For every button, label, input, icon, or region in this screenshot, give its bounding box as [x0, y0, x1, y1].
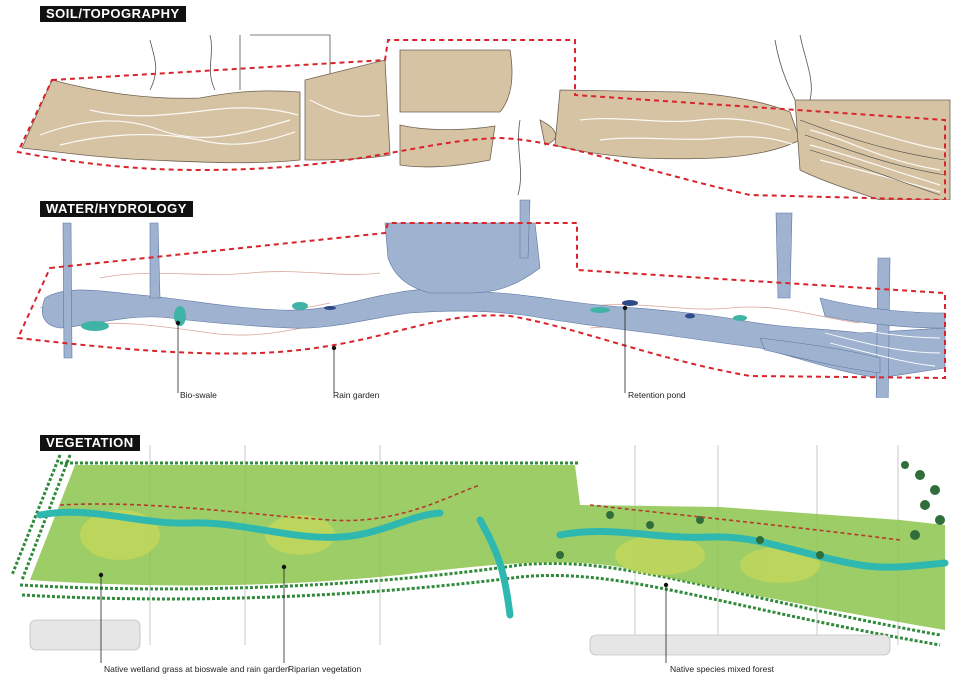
section-title-water: WATER/HYDROLOGY [40, 201, 193, 217]
water-channels [41, 199, 946, 398]
riparian-channel [36, 508, 949, 619]
road-lines [10, 454, 941, 647]
callout-riparian: Riparian vegetation [288, 664, 362, 674]
section-title-soil: SOIL/TOPOGRAPHY [40, 6, 186, 22]
water-hydrology-map [16, 199, 946, 398]
callout-bioswale: Bio-swale [180, 390, 217, 400]
site-boundary [16, 222, 946, 380]
callout-mixed-forest: Native species mixed forest [670, 664, 774, 674]
vegetation-map [10, 445, 949, 663]
section-title-vegetation: VEGETATION [40, 435, 140, 451]
callout-rain-garden: Rain garden [333, 390, 380, 400]
callout-retention-pond: Retention pond [628, 390, 686, 400]
mixed-forest [556, 461, 945, 559]
bioswales [81, 302, 747, 331]
vegetation-area [30, 465, 945, 630]
site-boundary [16, 39, 946, 200]
trail [59, 484, 901, 541]
soil-blocks [21, 49, 951, 200]
retention-ponds [324, 300, 695, 319]
soil-topography-map [16, 34, 951, 200]
callout-wetland-grass: Native wetland grass at bioswale and rai… [104, 664, 290, 674]
